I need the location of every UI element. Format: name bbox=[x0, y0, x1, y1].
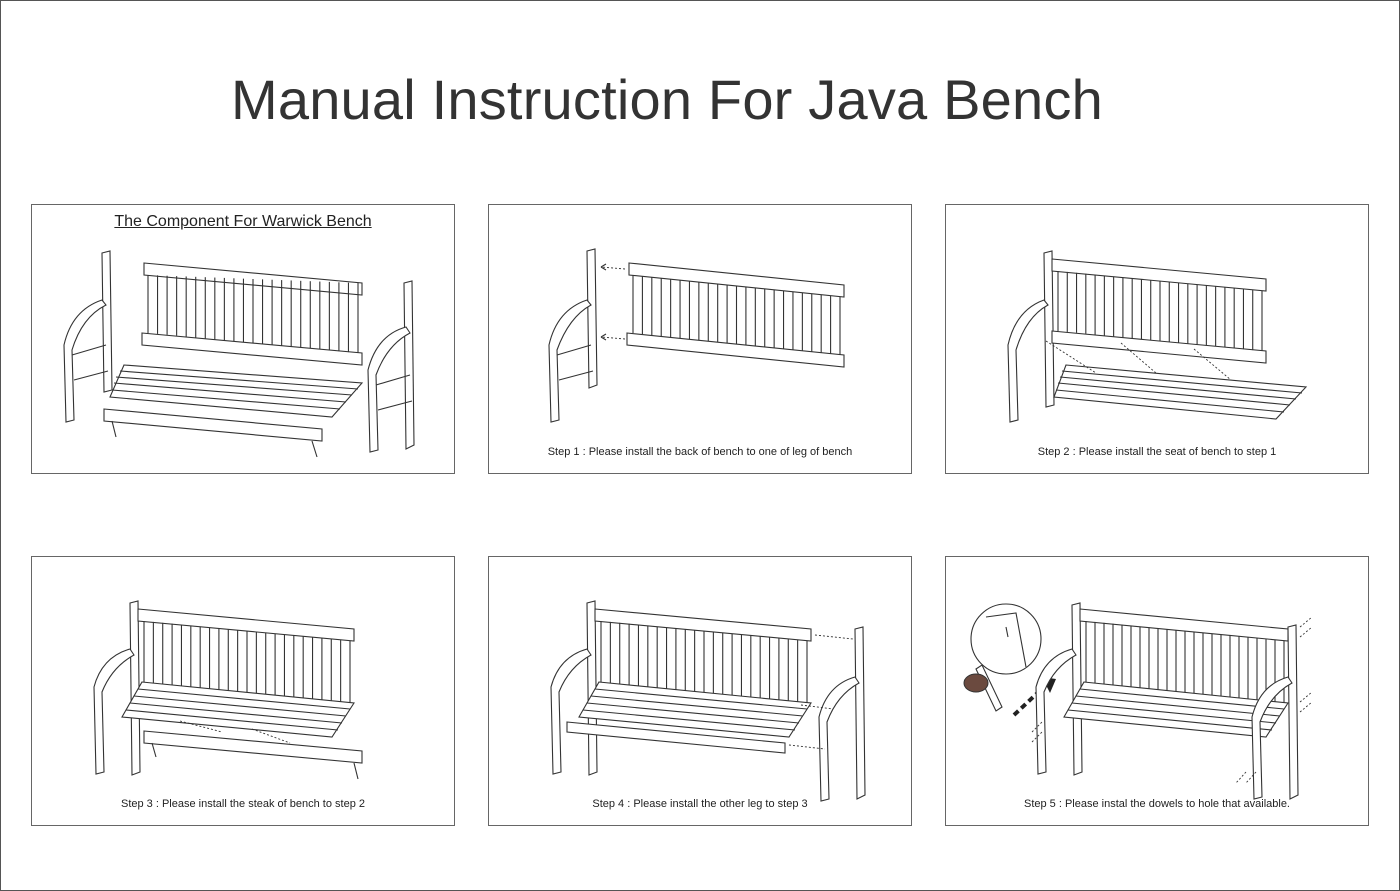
left-leg-drawing bbox=[63, 250, 113, 423]
step-1-panel: Step 1 : Please install the back of benc… bbox=[488, 204, 912, 474]
step-4-caption: Step 4 : Please install the other leg to… bbox=[592, 798, 808, 810]
step-4-illustration bbox=[550, 600, 866, 802]
bench-drawing bbox=[93, 600, 355, 776]
components-illustration bbox=[63, 250, 415, 458]
leg-drawing bbox=[1007, 250, 1055, 423]
step-3-illustration bbox=[93, 600, 363, 780]
leg-drawing bbox=[548, 248, 598, 423]
step-2-illustration bbox=[1007, 250, 1308, 423]
components-panel: The Component For Warwick Bench bbox=[31, 204, 455, 474]
step-5-illustration bbox=[963, 602, 1313, 800]
assembled-bench-drawing bbox=[1035, 602, 1299, 800]
dowel-drawing bbox=[963, 664, 1003, 712]
bench-drawing bbox=[550, 600, 812, 776]
step-4-panel: Step 4 : Please install the other leg to… bbox=[488, 556, 912, 826]
page-title: Manual Instruction For Java Bench bbox=[231, 68, 1103, 131]
assembly-arrow-lines bbox=[788, 634, 854, 750]
components-title: The Component For Warwick Bench bbox=[114, 213, 372, 230]
step-1-illustration bbox=[548, 248, 845, 423]
step-5-caption: Step 5 : Please instal the dowels to hol… bbox=[1023, 798, 1290, 810]
step-5-panel: Step 5 : Please instal the dowels to hol… bbox=[945, 556, 1369, 826]
assembly-arrow-lines bbox=[1045, 340, 1232, 381]
right-leg-drawing bbox=[367, 280, 415, 453]
seat-drawing bbox=[1053, 364, 1308, 420]
assembly-arrow-lines bbox=[600, 266, 626, 340]
backrest-drawing bbox=[626, 262, 845, 368]
backrest-drawing bbox=[141, 262, 363, 366]
other-leg-drawing bbox=[818, 626, 866, 802]
insert-arrow-line bbox=[1012, 683, 1048, 717]
step-3-panel: Step 3 : Please install the steak of ben… bbox=[31, 556, 455, 826]
step-2-panel: Step 2 : Please install the seat of benc… bbox=[945, 204, 1369, 474]
stretcher-drawing bbox=[143, 730, 363, 780]
detail-magnifier-drawing bbox=[970, 603, 1042, 675]
step-1-caption: Step 1 : Please install the back of benc… bbox=[547, 446, 853, 458]
assembly-arrowheads bbox=[600, 263, 607, 341]
seat-drawing bbox=[109, 364, 364, 418]
stretcher-drawing bbox=[103, 408, 323, 458]
assembly-arrow-lines bbox=[179, 720, 291, 744]
step-2-caption: Step 2 : Please install the seat of benc… bbox=[1037, 446, 1277, 458]
backrest-drawing bbox=[1051, 258, 1267, 364]
step-3-caption: Step 3 : Please install the steak of ben… bbox=[121, 798, 365, 810]
